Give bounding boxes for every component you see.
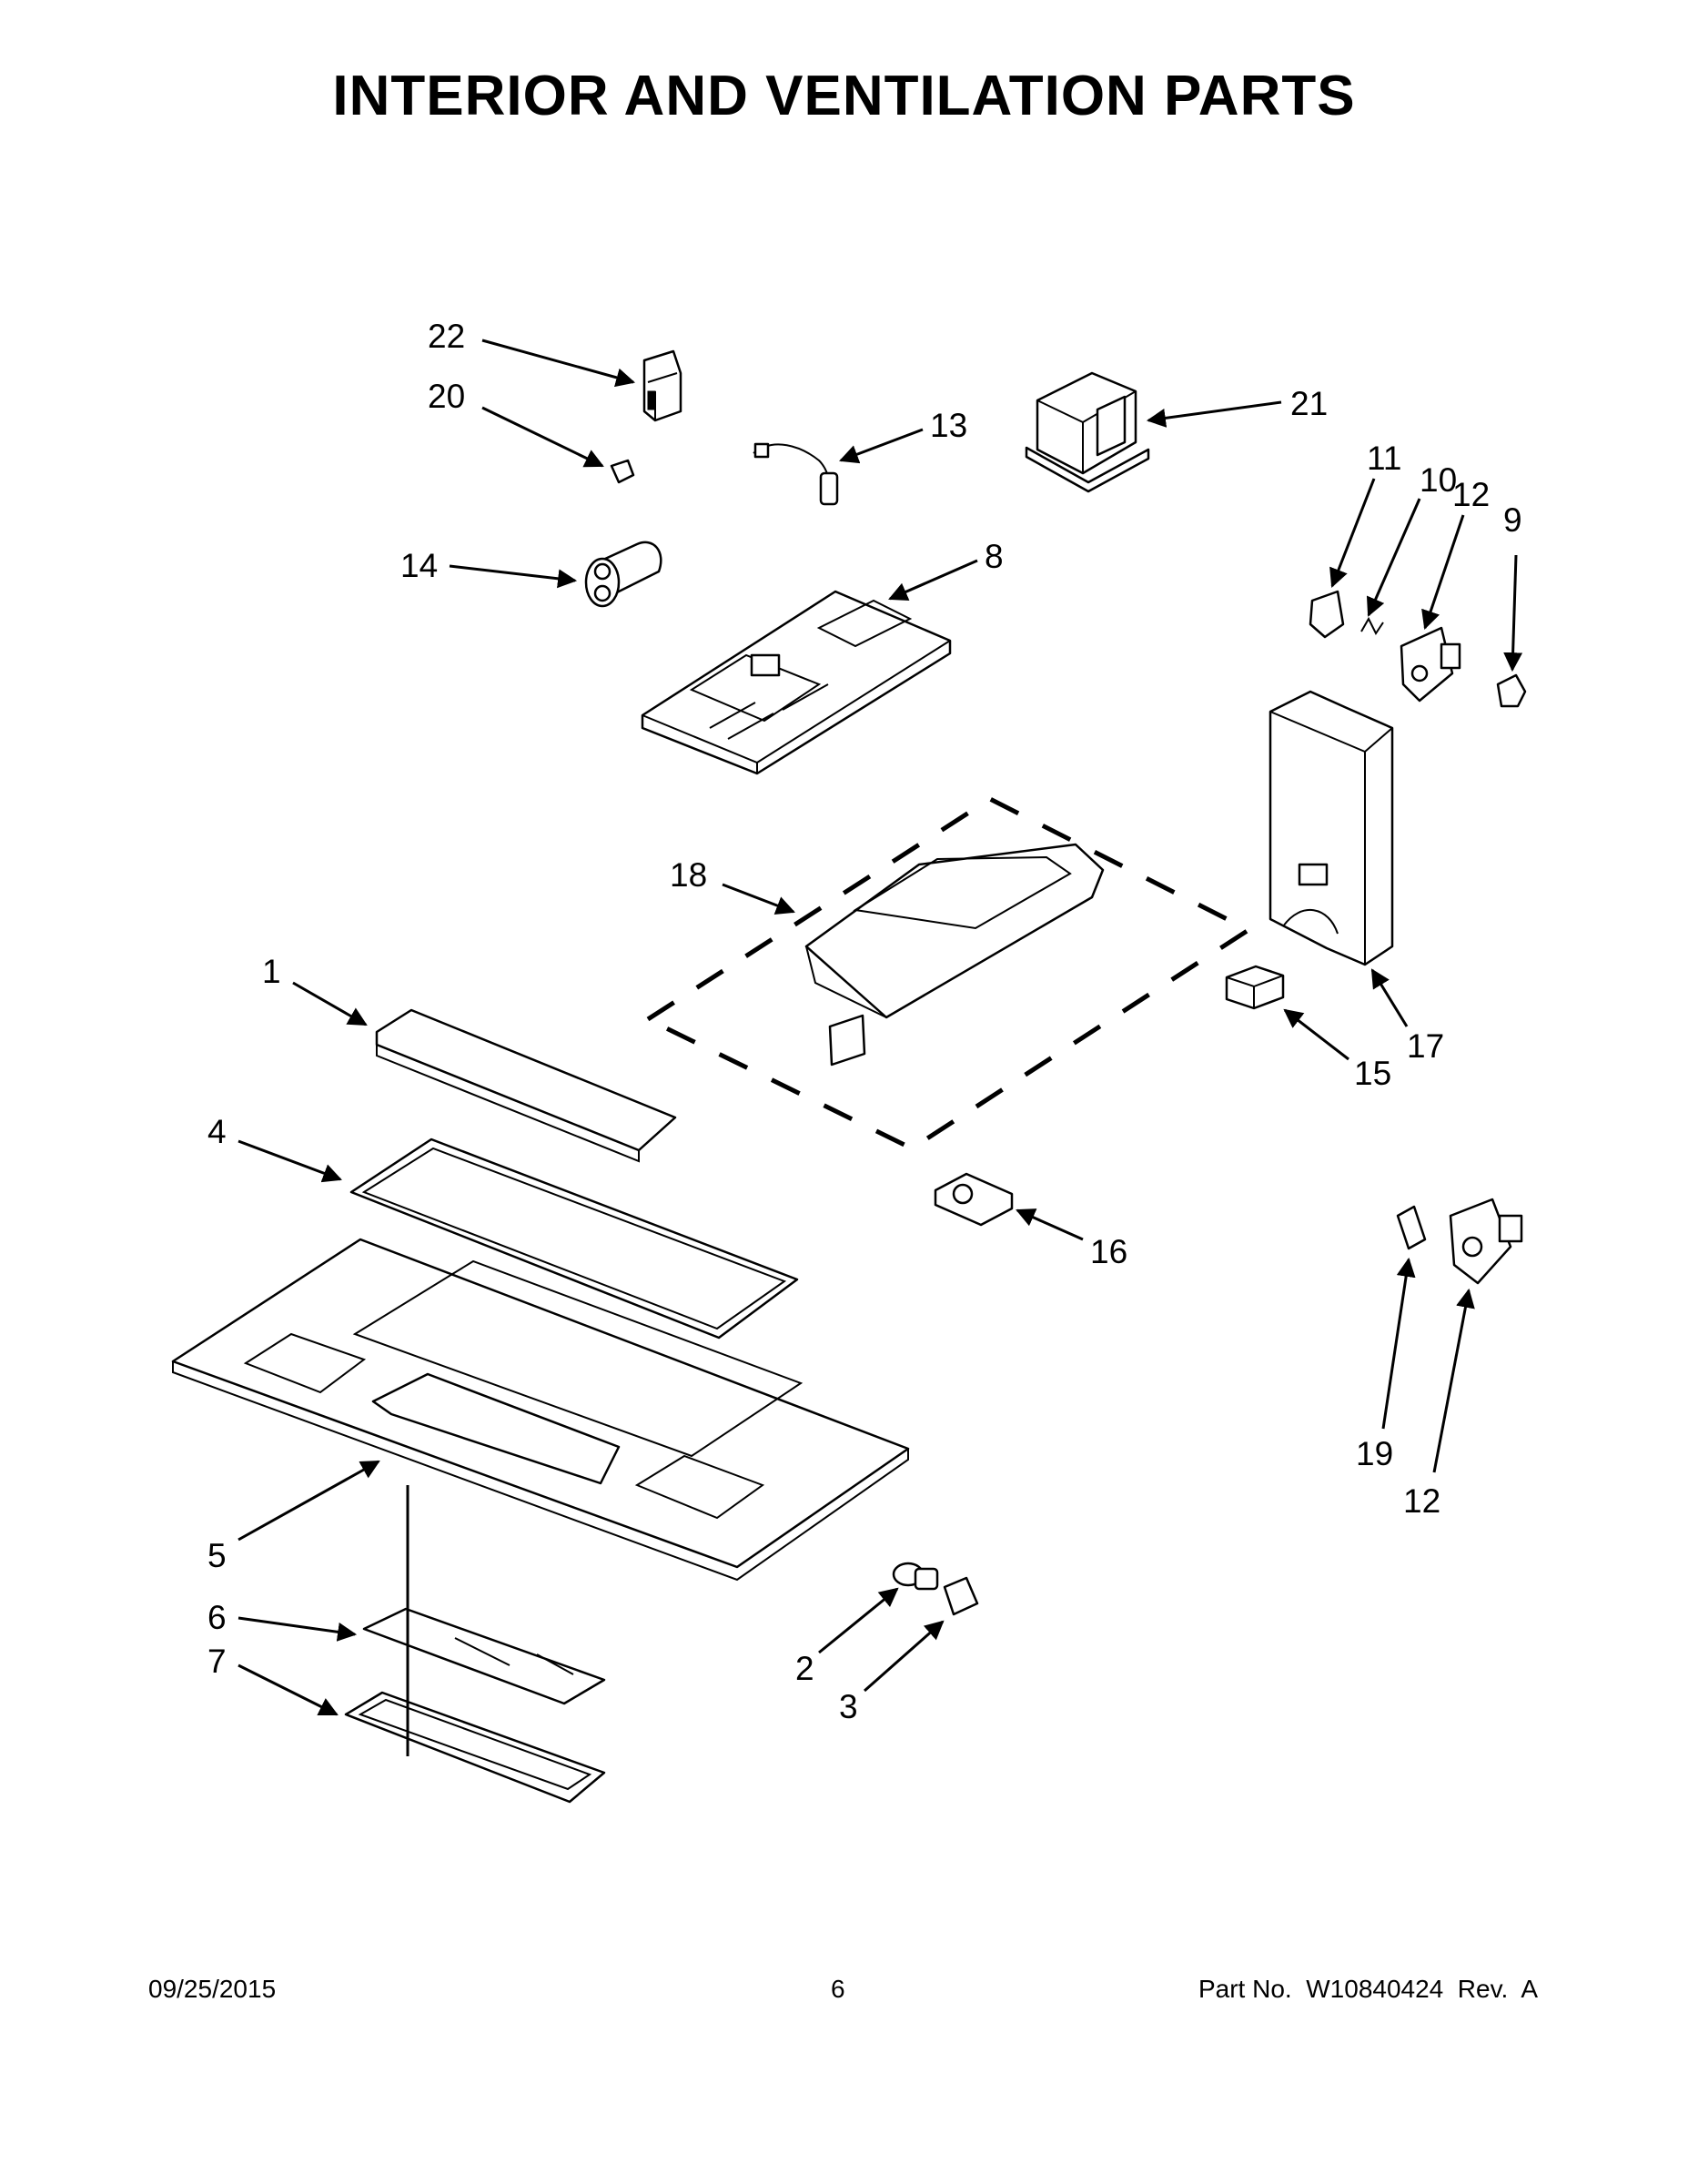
callout-18: 18: [670, 856, 795, 915]
callout-14: 14: [400, 547, 578, 589]
svg-text:19: 19: [1356, 1435, 1393, 1472]
part-18-fan-assembly: [642, 796, 1254, 1151]
callout-17: 17: [1370, 968, 1444, 1065]
svg-text:4: 4: [207, 1113, 227, 1150]
svg-text:8: 8: [985, 538, 1004, 575]
svg-text:9: 9: [1503, 501, 1522, 539]
part-20-clip: [610, 459, 635, 484]
callout-9: 9: [1503, 501, 1523, 672]
part-22-bracket: [642, 349, 682, 422]
callout-6: 6: [207, 1599, 358, 1642]
svg-text:10: 10: [1420, 461, 1457, 499]
part-5-bottom-plate: [171, 1238, 910, 1582]
callout-3: 3: [839, 1620, 945, 1725]
callout-12-lower: 12: [1403, 1288, 1475, 1520]
svg-text:13: 13: [930, 407, 967, 444]
svg-text:18: 18: [670, 856, 707, 894]
part-12-switch-holder-lower: [1449, 1198, 1523, 1285]
svg-text:12: 12: [1403, 1482, 1440, 1520]
part-6-light-lens: [362, 1607, 606, 1705]
svg-text:20: 20: [428, 378, 465, 415]
callout-1: 1: [262, 953, 368, 1026]
part-7-lens-frame: [344, 1691, 606, 1804]
part-19-switch: [1396, 1205, 1427, 1250]
svg-text:6: 6: [207, 1599, 227, 1636]
callout-21: 21: [1146, 385, 1328, 428]
callout-11: 11: [1329, 440, 1401, 588]
callout-10: 10: [1366, 461, 1457, 617]
svg-text:5: 5: [207, 1537, 227, 1574]
page-title: INTERIOR AND VENTILATION PARTS: [332, 65, 1356, 127]
part-17-air-duct: [1269, 690, 1394, 966]
part-2-bulb: [892, 1562, 939, 1591]
footer-date: 09/25/2015: [148, 1975, 277, 2003]
svg-text:22: 22: [428, 318, 465, 355]
svg-text:7: 7: [207, 1643, 227, 1680]
svg-text:21: 21: [1290, 385, 1328, 422]
callout-13: 13: [839, 407, 967, 464]
callout-4: 4: [207, 1113, 342, 1183]
callout-20: 20: [428, 378, 604, 468]
svg-text:14: 14: [400, 547, 438, 584]
part-10-spring: [1360, 616, 1384, 635]
callout-15: 15: [1283, 1008, 1391, 1092]
callout-2: 2: [795, 1587, 899, 1687]
callout-22: 22: [428, 318, 636, 388]
svg-text:15: 15: [1354, 1055, 1391, 1092]
svg-text:2: 2: [795, 1650, 814, 1687]
callout-7: 7: [207, 1643, 339, 1716]
callout-19: 19: [1356, 1257, 1416, 1472]
svg-text:3: 3: [839, 1688, 858, 1725]
callout-16: 16: [1016, 1208, 1127, 1270]
footer-part-number: Part No. W10840424 Rev. A: [1198, 1975, 1538, 2003]
part-3-socket: [943, 1576, 979, 1616]
svg-text:16: 16: [1090, 1233, 1127, 1270]
svg-text:12: 12: [1452, 476, 1490, 513]
callout-8: 8: [888, 538, 1004, 602]
svg-text:17: 17: [1407, 1027, 1444, 1065]
part-16-lamp-socket: [934, 1172, 1014, 1227]
svg-text:1: 1: [262, 953, 281, 990]
part-14-capacitor: [584, 541, 662, 608]
part-11-switch: [1309, 590, 1345, 639]
part-12-switch-holder-upper: [1400, 626, 1461, 703]
footer-page-number: 6: [831, 1975, 845, 2003]
part-4-filter: [349, 1138, 799, 1340]
callout-5: 5: [207, 1460, 380, 1574]
part-21-transformer: [1025, 371, 1150, 493]
part-9-switch: [1496, 673, 1527, 708]
part-15-block: [1225, 965, 1285, 1010]
callout-12-upper: 12: [1421, 476, 1490, 630]
part-8-mounting-plate: [641, 590, 952, 775]
part-13-wire: [753, 442, 839, 506]
part-1-vent-grille: [375, 1008, 677, 1163]
svg-text:11: 11: [1367, 440, 1401, 477]
